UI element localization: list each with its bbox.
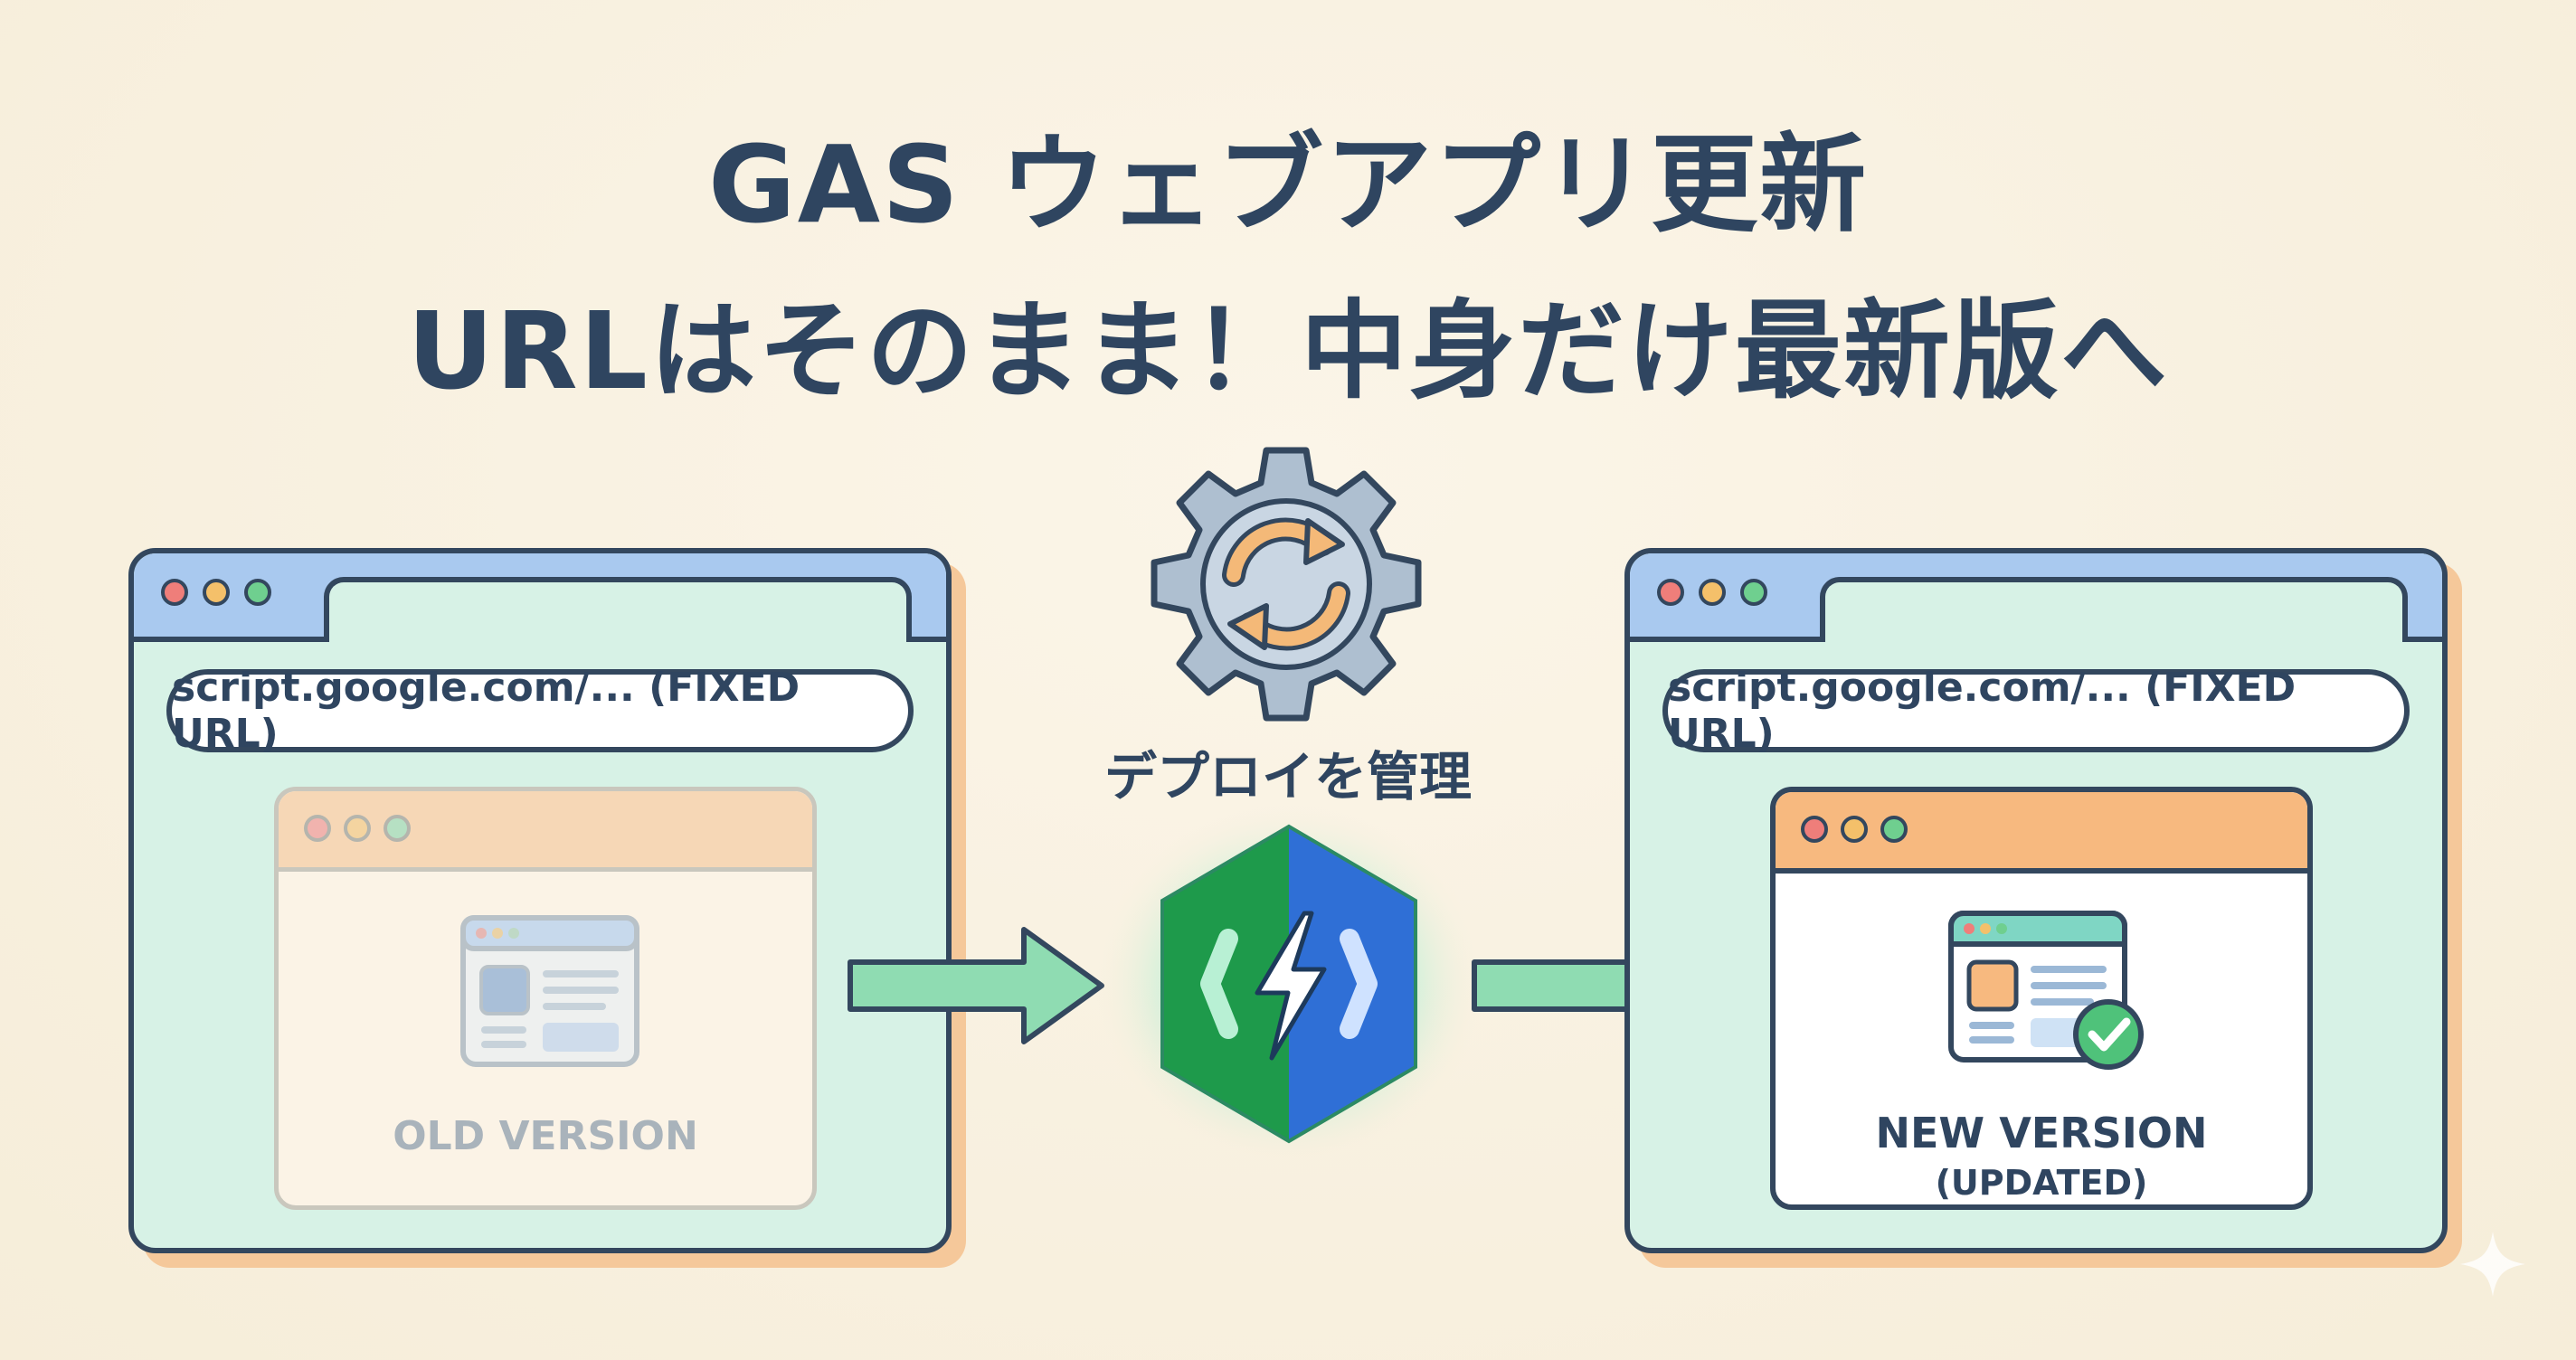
webpage-check-icon (1948, 911, 2144, 1070)
url-bar: script.google.com/... (FIXED URL) (166, 665, 914, 757)
new-browser-window: script.google.com/... (FIXED URL) (1624, 548, 2462, 1268)
old-browser-window: script.google.com/... (FIXED URL) (128, 548, 966, 1268)
window-controls (161, 579, 271, 606)
browser-tab (324, 577, 912, 642)
sparkle-icon (2460, 1232, 2525, 1297)
gear-sync-icon (1151, 447, 1422, 722)
title-line-1: GAS ウェブアプリ更新 (707, 122, 1869, 247)
browser-titlebar (134, 553, 946, 642)
old-version-label: OLD VERSION (393, 1113, 698, 1159)
manage-deployments-label: デプロイを管理 (1103, 746, 1472, 808)
close-dot-icon (1657, 579, 1684, 606)
maximize-dot-icon (1740, 579, 1767, 606)
browser-titlebar (1630, 553, 2442, 642)
new-version-label: NEW VERSION (1875, 1109, 2208, 1157)
minimize-dot-icon (203, 579, 230, 606)
browser-tab (1820, 577, 2408, 642)
new-version-page: NEW VERSION (UPDATED) (1770, 787, 2313, 1210)
old-version-page: OLD VERSION (274, 787, 817, 1210)
apps-script-logo-icon (1095, 805, 1482, 1163)
maximize-dot-icon (1880, 816, 1908, 843)
maximize-dot-icon (244, 579, 271, 606)
title-line-2: URLはそのまま！中身だけ最新版へ (407, 288, 2169, 413)
minimize-dot-icon (344, 815, 371, 842)
updated-label: (UPDATED) (1935, 1163, 2148, 1203)
inner-titlebar (279, 791, 812, 872)
minimize-dot-icon (1841, 816, 1868, 843)
close-dot-icon (161, 579, 188, 606)
minimize-dot-icon (1699, 579, 1726, 606)
close-dot-icon (304, 815, 331, 842)
arrow-right-icon (848, 927, 1104, 1044)
inner-titlebar (1776, 792, 2307, 874)
browser-frame: script.google.com/... (FIXED URL) (128, 548, 952, 1253)
window-controls (1657, 579, 1767, 606)
browser-frame: script.google.com/... (FIXED URL) (1624, 548, 2448, 1253)
url-bar: script.google.com/... (FIXED URL) (1662, 665, 2410, 757)
close-dot-icon (1801, 816, 1828, 843)
maximize-dot-icon (384, 815, 411, 842)
webpage-icon (460, 915, 639, 1067)
